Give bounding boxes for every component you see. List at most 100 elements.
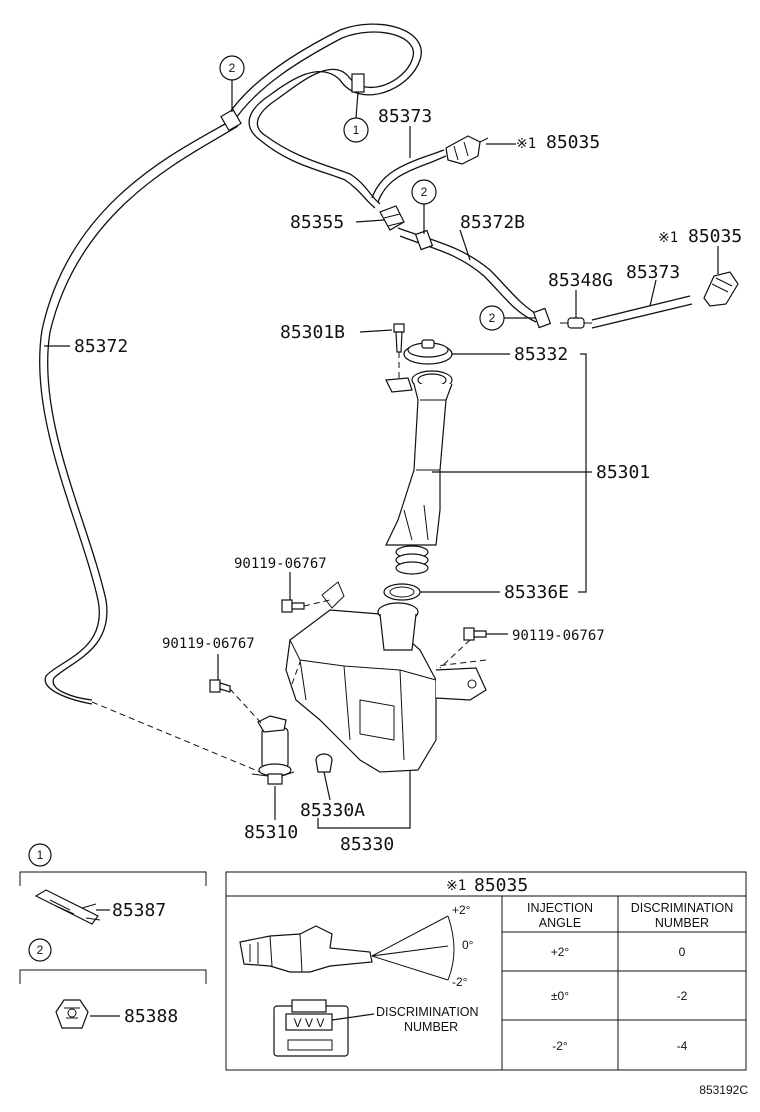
- dash-bolt-a: [303, 599, 331, 607]
- svg-text:2: 2: [421, 185, 428, 199]
- hose-top-loop: [225, 23, 422, 209]
- label-85035-top-mark: ※1: [516, 136, 536, 152]
- label-85332: 85332: [514, 344, 568, 365]
- header-angle: ANGLE: [539, 916, 581, 930]
- dash-bolt-b: [439, 639, 471, 669]
- legend-callout-2: 2: [28, 938, 52, 962]
- header-discrimination: DISCRIMINATION: [631, 901, 734, 915]
- row2-angle: ±0°: [551, 989, 569, 1003]
- figure-code: 853192C: [699, 1083, 748, 1097]
- legend-divider-2: [19, 969, 207, 984]
- row3-angle: -2°: [552, 1039, 568, 1053]
- connector-illustration: V V V: [273, 999, 349, 1057]
- label-85388: 85388: [124, 1006, 178, 1027]
- bolt-85301B: [393, 323, 405, 353]
- nozzle-spray-illustration: [239, 915, 455, 981]
- disc-label-line2: NUMBER: [404, 1020, 458, 1034]
- pump-85310: [251, 715, 295, 785]
- leader-callout1-top: [355, 91, 359, 119]
- angle-plus2-label: +2°: [452, 903, 471, 917]
- label-85336E: 85336E: [504, 582, 569, 603]
- clamp-mid: [414, 229, 434, 251]
- header-number: NUMBER: [655, 916, 709, 930]
- label-85348G: 85348G: [548, 270, 613, 291]
- leader-85355: [355, 219, 385, 223]
- hose-85373-mid-inner: [591, 303, 693, 329]
- svg-text:1: 1: [353, 123, 360, 137]
- leader-discrimination: [331, 1013, 375, 1021]
- table-title: 85035: [474, 875, 528, 896]
- angle-0-label: 0°: [462, 938, 474, 952]
- label-90119-a: 90119-06767: [234, 556, 327, 572]
- label-85387: 85387: [112, 900, 166, 921]
- label-85035-top: 85035: [546, 132, 600, 153]
- callout-2-top: 2: [219, 55, 245, 81]
- nozzle-spec-table: [225, 871, 747, 1071]
- callout-2-mid: 2: [411, 179, 437, 205]
- nozzle-85035-mid: [703, 271, 739, 307]
- hose-85372: [38, 119, 233, 705]
- clamp-85388-icon: [55, 999, 89, 1029]
- hose-85372-inner: [46, 125, 239, 701]
- svg-text:2: 2: [37, 943, 44, 957]
- row3-number: -4: [677, 1039, 688, 1053]
- header-injection: INJECTION: [527, 901, 593, 915]
- label-85373-top: 85373: [378, 106, 432, 127]
- row1-angle: +2°: [551, 945, 570, 959]
- filler-neck-85301: [385, 370, 453, 575]
- hose-85373-top: [371, 149, 445, 199]
- leader-85330A: [323, 771, 331, 801]
- label-85355: 85355: [290, 212, 344, 233]
- legend-callout-1: 1: [28, 843, 52, 867]
- dash-tank-right: [435, 659, 487, 667]
- oring-inner: [389, 586, 415, 598]
- table-title-mark: ※1: [446, 878, 466, 894]
- clamp-top: [351, 73, 365, 93]
- clamp-left: [220, 108, 242, 132]
- label-90119-c: 90119-06767: [162, 636, 255, 652]
- svg-text:2: 2: [489, 311, 496, 325]
- callout-1-top: 1: [343, 117, 369, 143]
- leader-85301B: [359, 329, 393, 333]
- disc-label-line1: DISCRIMINATION: [376, 1005, 479, 1019]
- hose-85373-mid: [591, 295, 691, 321]
- callout-2-right: 2: [479, 305, 505, 331]
- leader-85372B: [459, 229, 471, 261]
- leader-85373-mid: [649, 279, 657, 307]
- dash-pump-tank: [291, 661, 301, 685]
- neck-bracket: [385, 377, 413, 393]
- label-90119-b: 90119-06767: [512, 628, 605, 644]
- label-85330A: 85330A: [300, 800, 365, 821]
- label-85372B: 85372B: [460, 212, 525, 233]
- dash-bolt-c: [229, 688, 263, 725]
- connector-85355: [379, 205, 405, 231]
- angle-minus2-label: -2°: [452, 975, 468, 989]
- label-85035-mid: 85035: [688, 226, 742, 247]
- bolt-90119-c: [209, 679, 231, 693]
- oring-85336E: [383, 583, 421, 601]
- nozzle-85035-top: [445, 135, 489, 165]
- clamp-right: [532, 307, 552, 329]
- row1-number: 0: [679, 945, 686, 959]
- label-85301: 85301: [596, 462, 650, 483]
- connector-marking: V V V: [294, 1016, 325, 1030]
- label-85373-mid: 85373: [626, 262, 680, 283]
- cap-85332: [403, 339, 453, 365]
- svg-text:1: 1: [37, 848, 44, 862]
- legend-divider-1: [19, 871, 207, 886]
- dash-hose-pump: [91, 701, 261, 773]
- row2-number: -2: [677, 989, 688, 1003]
- bolt-90119-b: [463, 627, 487, 641]
- bolt-90119-a: [281, 599, 305, 613]
- clip-85387-icon: [34, 889, 101, 925]
- label-85035-mid-mark: ※1: [658, 230, 678, 246]
- tank-85330: [285, 581, 487, 773]
- label-85372: 85372: [74, 336, 128, 357]
- label-85310: 85310: [244, 822, 298, 843]
- hose-top-loop-inner: [231, 31, 415, 205]
- joint-85348G: [560, 317, 592, 329]
- svg-text:2: 2: [229, 61, 236, 75]
- label-85330: 85330: [340, 834, 394, 855]
